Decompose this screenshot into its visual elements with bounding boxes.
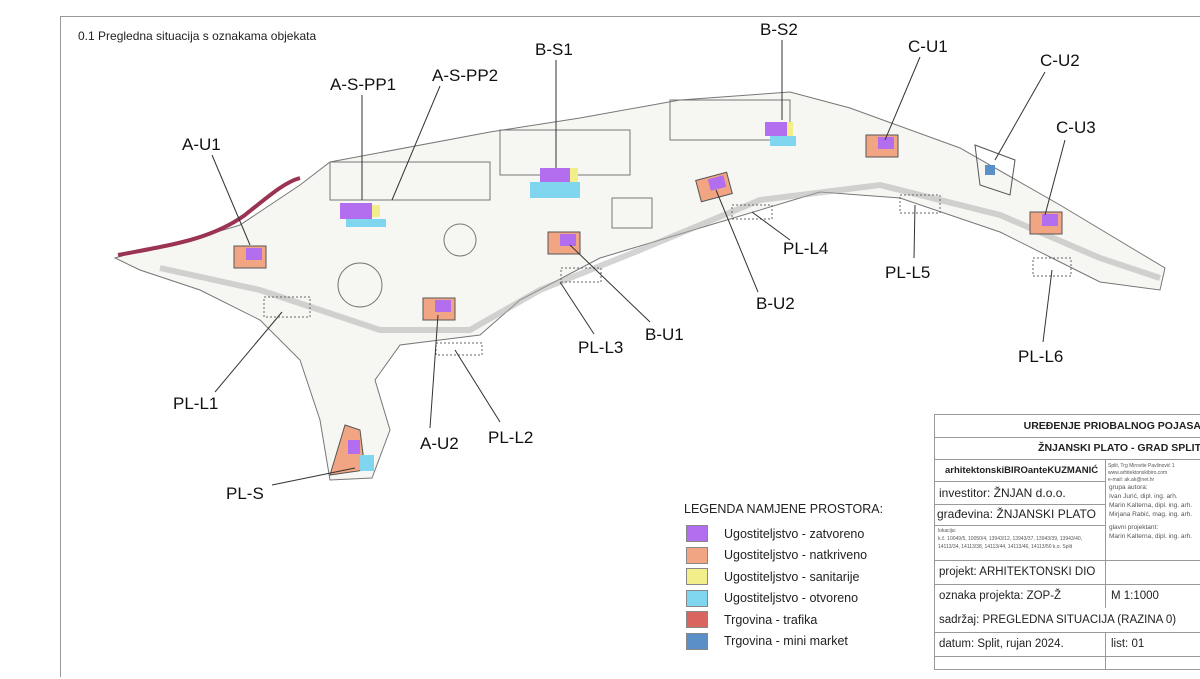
author-group: grupa autora:Ivan Jurić, dipl. ing. arh.…	[1109, 484, 1193, 518]
label-b-s2: B-S2	[760, 20, 798, 39]
legend-title: LEGENDA NAMJENE PROSTORA:	[684, 502, 884, 516]
label-pl-l5: PL-L5	[885, 263, 930, 282]
label-b-s1: B-S1	[535, 40, 573, 59]
leader-lines	[211, 40, 1066, 486]
building-a-u2	[422, 297, 456, 321]
buildings	[233, 122, 1063, 476]
building-b-u1	[547, 231, 581, 255]
label-a-u1: A-U1	[182, 135, 221, 154]
label-pl-s: PL-S	[226, 484, 264, 503]
label-pl-l1: PL-L1	[173, 394, 218, 413]
office-logo: arhitektonskiBIROanteKUZMANIĆ	[945, 465, 1099, 476]
lead-designer: glavni projektant:Marin Kalterna, dipl. …	[1109, 524, 1193, 540]
building-b-u2	[695, 171, 733, 203]
building-pl-s	[329, 424, 374, 476]
divider	[1105, 459, 1106, 669]
label-a-u2: A-U2	[420, 434, 459, 453]
building-b-s1	[530, 168, 580, 198]
scale: M 1:1000	[1111, 590, 1159, 602]
roundabout	[337, 262, 383, 308]
legend-swatch	[686, 525, 708, 543]
parking-c	[669, 99, 791, 141]
legend-item: Ugostiteljstvo - sanitarije	[684, 566, 883, 588]
legend: LEGENDA NAMJENE PROSTORA: Ugostiteljstvo…	[684, 502, 883, 652]
label-a-s-pp2: A-S-PP2	[432, 66, 498, 85]
legend-swatch	[686, 589, 708, 607]
legend-item: Trgovina - trafika	[684, 609, 883, 631]
label-pl-l3: PL-L3	[578, 338, 623, 357]
label-pl-l6: PL-L6	[1018, 347, 1063, 366]
sheet-title: 0.1 Pregledna situacija s oznakama objek…	[78, 29, 317, 43]
sadrzaj: sadržaj: PREGLEDNA SITUACIJA (RAZINA 0)	[939, 614, 1177, 626]
sports-court	[611, 197, 653, 229]
building-c-u2	[974, 144, 1016, 196]
label-c-u3: C-U3	[1056, 118, 1096, 137]
legend-item: Ugostiteljstvo - natkriveno	[684, 545, 883, 567]
title-block: UREĐENJE PRIOBALNOG POJASA ŽNJANSKI PLAT…	[934, 414, 1200, 670]
project-title: UREĐENJE PRIOBALNOG POJASA	[1023, 420, 1200, 432]
red-wall	[117, 176, 301, 257]
label-b-u2: B-U2	[756, 294, 795, 313]
gradevina: građevina: ŽNJANSKI PLATO	[937, 507, 1096, 521]
building-a-u1	[233, 245, 267, 269]
label-pl-l4: PL-L4	[783, 239, 828, 258]
sheet-number: list: 01	[1111, 638, 1145, 650]
building-c-u3	[1029, 211, 1063, 235]
building-a-s-pp	[340, 203, 386, 227]
lokacija: lokacija:k.č. 10049/5, 10050/4, 13943/12…	[938, 528, 1083, 550]
label-pl-l2: PL-L2	[488, 428, 533, 447]
legend-swatch	[686, 611, 708, 629]
legend-item: Trgovina - mini market	[684, 631, 883, 653]
drawing-frame	[60, 16, 1200, 677]
legend-swatch	[686, 568, 708, 586]
legend-swatch	[686, 632, 708, 650]
building-b-s2	[765, 122, 796, 146]
legend-item: Ugostiteljstvo - otvoreno	[684, 588, 883, 610]
building-c-u1	[865, 134, 899, 158]
label-b-u1: B-U1	[645, 325, 684, 344]
label-c-u2: C-U2	[1040, 51, 1080, 70]
project-location: ŽNJANSKI PLATO - GRAD SPLIT	[1038, 442, 1200, 454]
projekt: projekt: ARHITEKTONSKI DIO	[939, 566, 1096, 578]
parking-a	[329, 161, 491, 201]
legend-swatch	[686, 546, 708, 564]
datum: datum: Split, rujan 2024.	[939, 638, 1064, 650]
investitor: investitor: ŽNJAN d.o.o.	[939, 486, 1066, 500]
oznaka-projekta: oznaka projekta: ZOP-Ž	[939, 590, 1062, 602]
roundabout-2	[443, 223, 477, 257]
legend-item: Ugostiteljstvo - zatvoreno	[684, 523, 883, 545]
beach-loungers	[263, 194, 1072, 356]
label-c-u1: C-U1	[908, 37, 948, 56]
label-a-s-pp1: A-S-PP1	[330, 75, 396, 94]
